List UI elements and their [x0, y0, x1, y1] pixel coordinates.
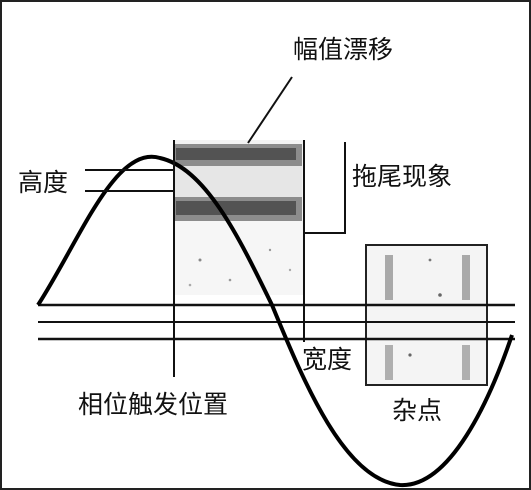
label-phase-trigger: 相位触发位置 — [78, 390, 228, 419]
noise-block — [365, 244, 488, 386]
label-trailing: 拖尾现象 — [352, 162, 452, 191]
label-amplitude-drift: 幅值漂移 — [293, 35, 393, 64]
label-width: 宽度 — [302, 345, 352, 374]
trailing-block — [174, 140, 304, 295]
trailing-bracket — [304, 142, 346, 234]
sine-waveform — [36, 154, 514, 488]
label-height: 高度 — [18, 168, 68, 197]
amplitude-drift-pointer — [247, 76, 293, 144]
label-noise: 杂点 — [392, 396, 442, 425]
